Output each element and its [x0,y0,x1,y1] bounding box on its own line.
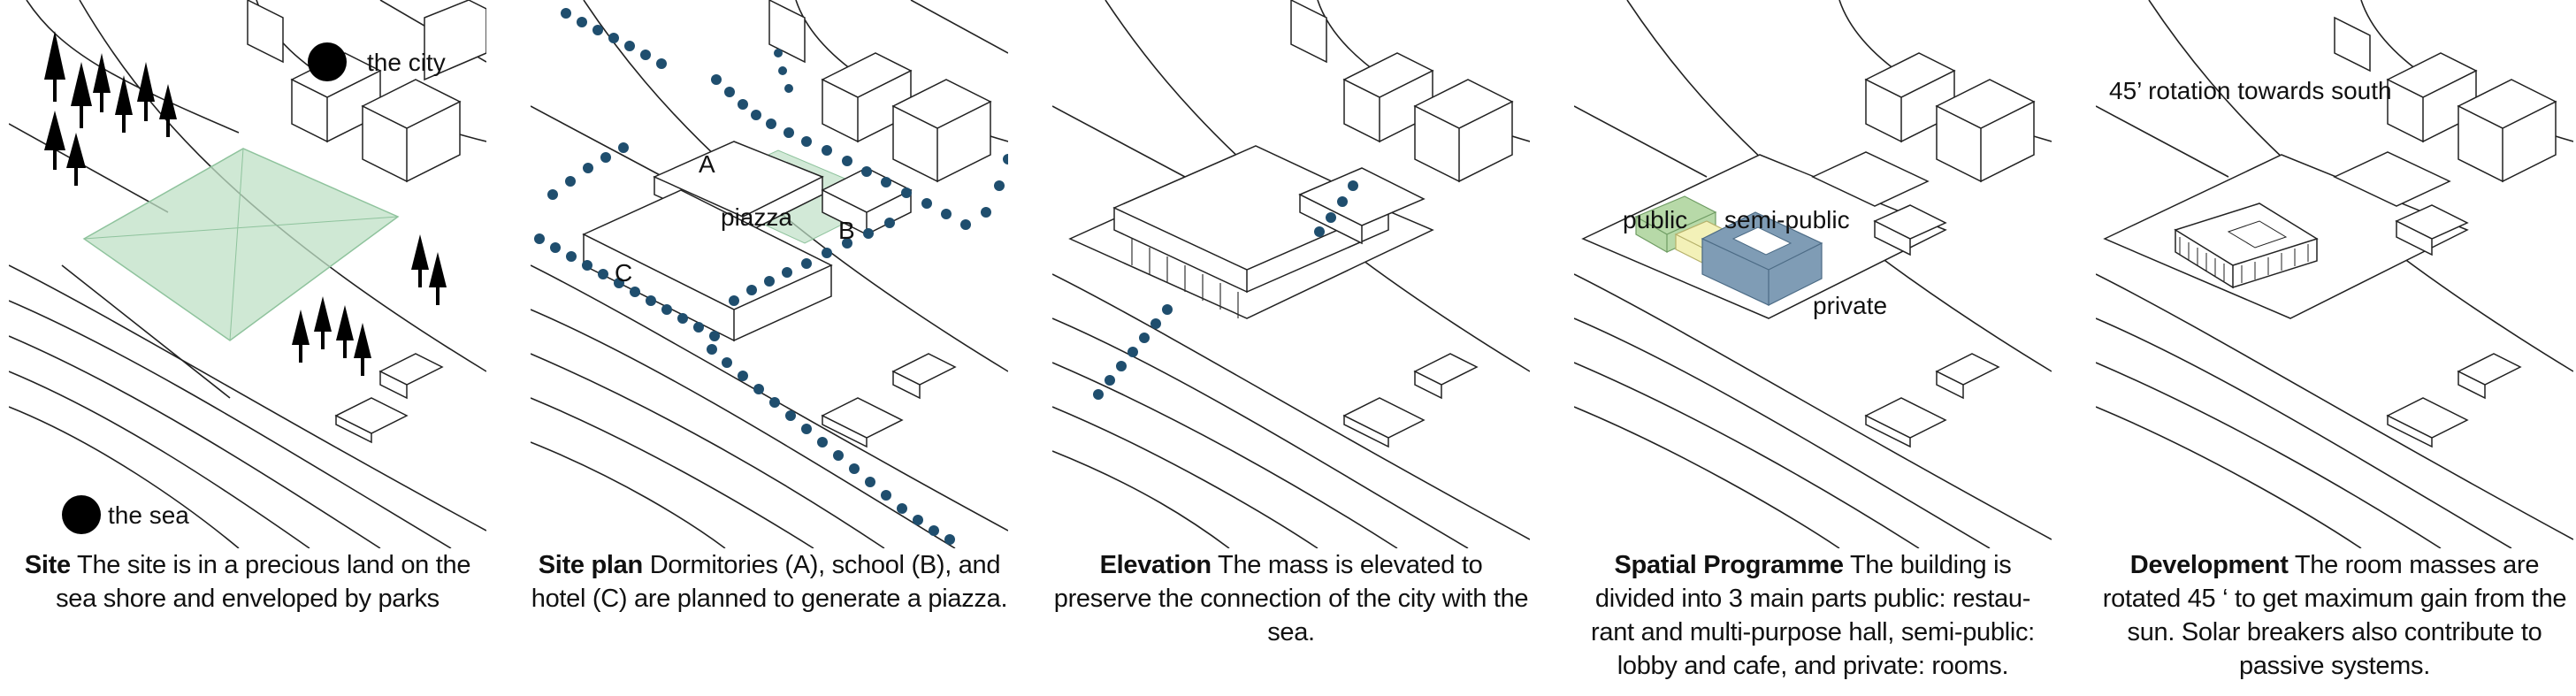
city-blocks [1290,0,1514,183]
building-c [582,189,833,342]
label-b: B [838,217,855,244]
city-blocks [1864,52,2036,183]
wing-blocks [1811,151,1947,256]
caption-heading: Site [24,551,71,579]
path-dots [534,8,1008,545]
context-lines [1052,0,1530,548]
elevation-drawing [1052,0,1530,548]
label-private: private [1813,292,1887,319]
context-lines [531,0,1008,548]
caption-heading: Elevation [1099,551,1212,579]
caption-body: Dormitories (A), school (B), and hotel (… [531,551,1008,613]
label-a: A [699,150,715,178]
caption-heading: Spatial Programme [1614,551,1845,579]
city-blocks [768,0,992,183]
panel-spatial-programme: public semi-public private Spatial Progr… [1574,0,2052,696]
city-blocks [2334,16,2557,183]
caption-body: The site is in a precious land on the se… [56,551,471,613]
caption-heading: Development [2129,551,2289,579]
label-c: C [615,259,632,287]
shore-buildings [1342,353,1479,448]
caption-body: The mass is elevated to preserve the con… [1053,551,1529,646]
city-blocks [247,0,486,183]
private-volume [1701,211,1823,306]
panel-site-plan: A piazza B C Site plan Dormitories (A), … [531,0,1008,696]
courtyard [2227,220,2288,249]
shore-buildings [1864,353,2000,448]
wing-block [1298,167,1426,245]
pilotis [1131,239,1239,318]
site-lines [83,148,399,341]
wing-blocks [2333,151,2469,256]
trees-north [44,31,177,186]
trees-south [292,234,447,376]
label-semi-public: semi-public [1724,206,1850,233]
development-caption: Development The room masses are rotated … [2096,548,2573,683]
site-plan-drawing: A piazza B C [531,0,1008,548]
label-rotation: 45’ rotation towards south [2109,77,2392,104]
caption-body: The building is divided into 3 main part… [1591,551,2035,680]
panel-site: the city the sea Site The site is in a p… [9,0,486,696]
connection-dots [1093,180,1358,400]
panel-development: 45’ rotation towards south Development T… [2096,0,2573,696]
sea-label: the sea [108,501,189,529]
private-courtyard [1731,226,1792,256]
label-piazza: piazza [721,203,792,231]
development-drawing: 45’ rotation towards south [2096,0,2573,548]
context-lines [9,0,486,548]
shore-buildings [821,353,957,448]
site-caption: Site The site is in a precious land on t… [9,548,486,616]
city-label: the city [367,49,446,76]
caption-body: The room masses are rotated 45 ‘ to get … [2102,551,2567,680]
city-marker [308,42,347,81]
spatial-programme-caption: Spatial Programme The building is divide… [1574,548,2052,683]
site-drawing: the city the sea [9,0,486,548]
elevated-mass [1112,145,1390,294]
spatial-programme-drawing: public semi-public private [1574,0,2052,548]
panel-elevation: Elevation The mass is elevated to preser… [1052,0,1530,696]
site-plan-caption: Site plan Dormitories (A), school (B), a… [531,548,1008,616]
sea-marker [62,495,101,534]
shore-buildings [2386,353,2522,448]
caption-heading: Site plan [538,551,643,579]
shore-buildings [334,353,444,444]
elevation-caption: Elevation The mass is elevated to preser… [1052,548,1530,649]
label-public: public [1623,206,1687,233]
solar-breakers [2179,237,2309,283]
